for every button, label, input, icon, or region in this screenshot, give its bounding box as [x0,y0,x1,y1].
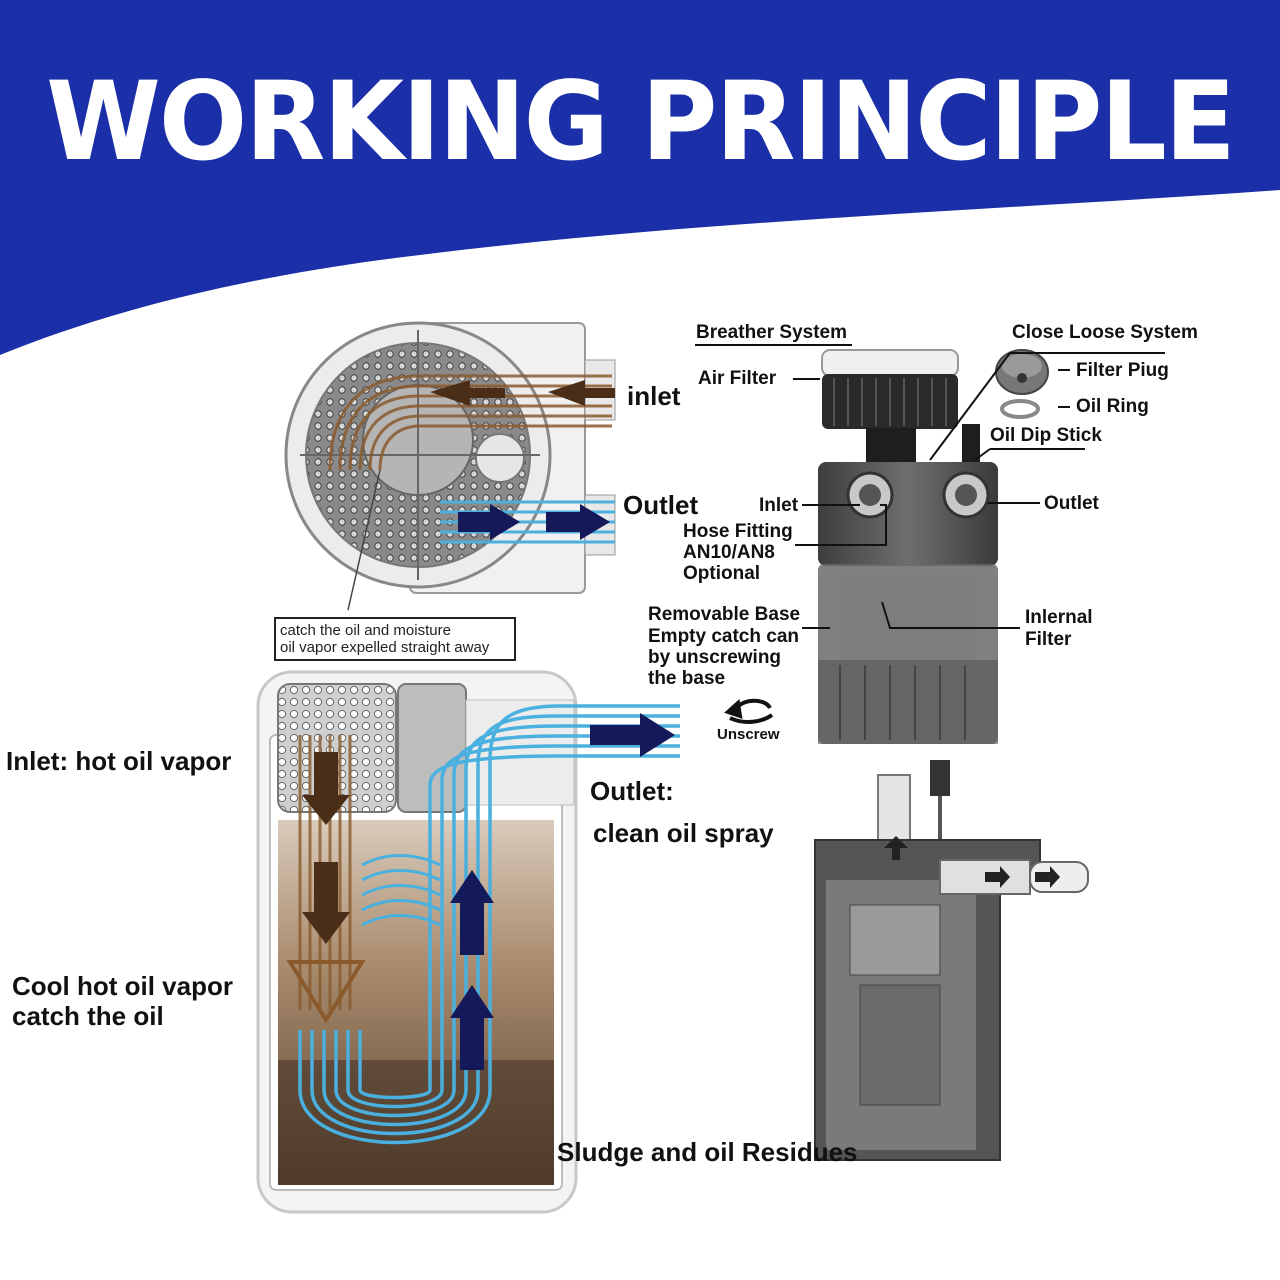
hose-fitting-label-3: Optional [683,563,761,584]
unscrew-label: Unscrew [717,726,780,743]
note-box: catch the oil and moisture oil vapor exp… [274,617,516,661]
inlet-hot-oil-vapor-label: Inlet: hot oil vapor [6,746,232,776]
note-line-2: oil vapor expelled straight away [280,639,490,656]
clean-oil-spray-label: clean oil spray [593,818,774,848]
removable-base-label-4: the base [648,668,726,689]
air-filter-label: Air Filter [698,368,777,389]
filter-plug-label: Filter Piug [1076,360,1169,381]
hose-fitting-label-1: Hose Fitting [683,521,793,542]
assembled-catch-can [724,349,1049,744]
sludge-label: Sludge and oil Residues [557,1137,858,1167]
unscrew-icon [724,698,774,724]
note-line-1: catch the oil and moisture [280,622,451,639]
oil-dip-stick-label: Oil Dip Stick [990,425,1102,446]
catch-can-cross-section [256,670,680,1214]
removable-base-label-3: by unscrewing [648,647,782,668]
internal-filter-label-2: Filter [1025,629,1072,650]
cutaway-catch-can [814,760,1089,1161]
removable-base-label-1: Removable Base [648,604,801,625]
hose-fitting-label-2: AN10/AN8 [683,542,775,563]
bottom-outlet-label: Outlet: [590,776,674,806]
right-inlet-label: Inlet [759,495,799,516]
cool-vapor-label-line-1: Cool hot oil vapor [12,971,233,1001]
page-title: WORKING PRINCIPLE [46,56,1236,186]
top-section-diagram [284,321,616,611]
oil-ring-label: Oil Ring [1076,396,1149,417]
internal-filter-label-1: Inlernal [1025,607,1093,628]
close-loose-system-label: Close Loose System [1012,322,1198,343]
top-outlet-label: Outlet [623,490,699,520]
breather-system-label: Breather System [696,322,848,343]
removable-base-label-2: Empty catch can [648,626,799,647]
top-inlet-label: inlet [627,381,681,411]
right-outlet-label: Outlet [1044,493,1099,514]
header-banner [0,0,1280,355]
cool-vapor-label-line-2: catch the oil [12,1001,164,1031]
